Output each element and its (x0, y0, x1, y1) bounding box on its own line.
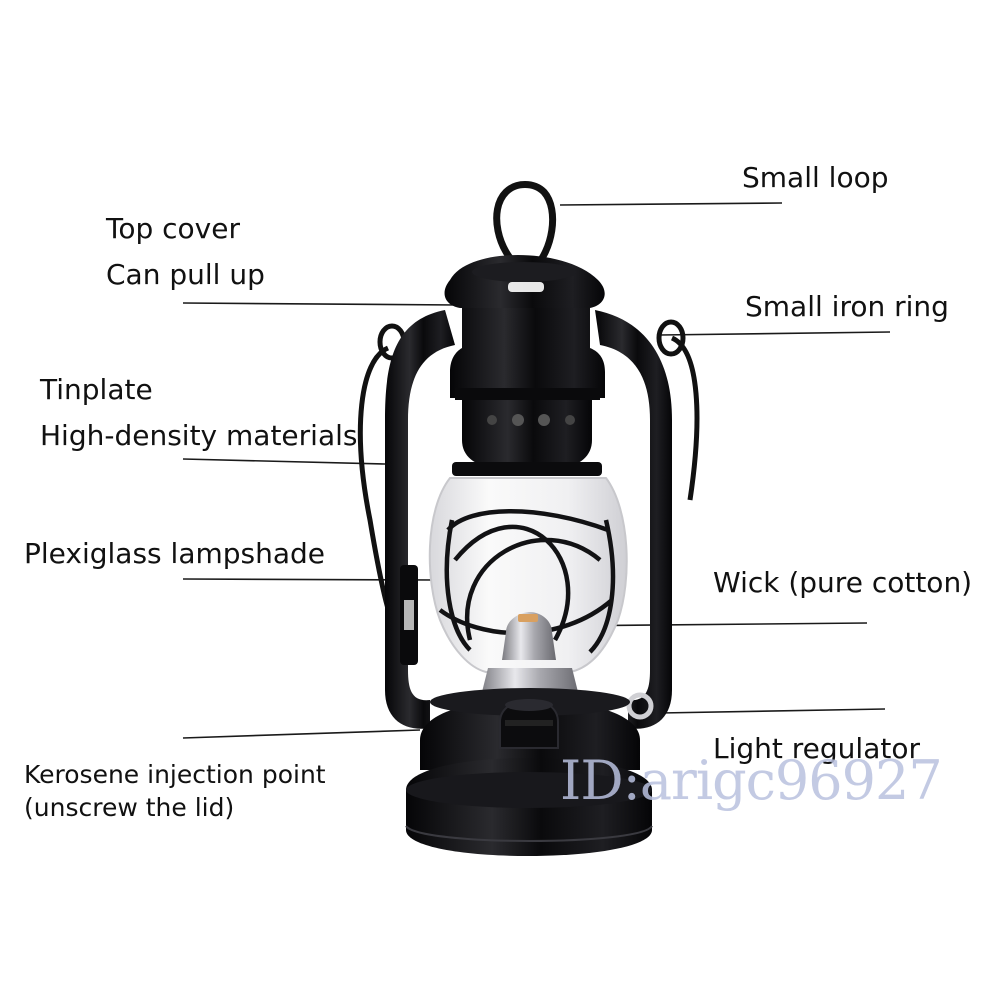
label-top-cover: Top cover (106, 212, 240, 245)
leader-tinplate (182, 458, 386, 465)
chimney-icon (450, 308, 605, 398)
label-kerosene-injection: Kerosene injection point (24, 760, 326, 789)
leader-top-cover (182, 302, 459, 306)
leader-kerosene (182, 729, 421, 739)
frame-right-icon (595, 310, 672, 729)
leader-small-iron-ring (659, 331, 891, 336)
label-wick: Wick (pure cotton) (713, 566, 973, 599)
watermark-id: ID:arigc96927 (560, 749, 943, 812)
label-can-pull-up: Can pull up (106, 258, 265, 291)
small-loop-icon (493, 181, 557, 272)
label-small-loop: Small loop (742, 161, 889, 194)
label-kerosene-unscrew: (unscrew the lid) (24, 793, 235, 822)
label-light-regulator: Light regulator (713, 732, 920, 765)
wick-burner-icon (502, 612, 556, 660)
label-tinplate: Tinplate (40, 373, 153, 406)
label-small-iron-ring: Small iron ring (745, 290, 949, 323)
leader-light-regulator (659, 708, 886, 714)
label-plexiglass: Plexiglass lampshade (24, 537, 326, 570)
label-high-density: High-density materials (40, 419, 358, 452)
light-regulator-icon (626, 692, 654, 720)
leader-small-loop (559, 202, 783, 206)
wire-guard-icon (438, 509, 616, 654)
